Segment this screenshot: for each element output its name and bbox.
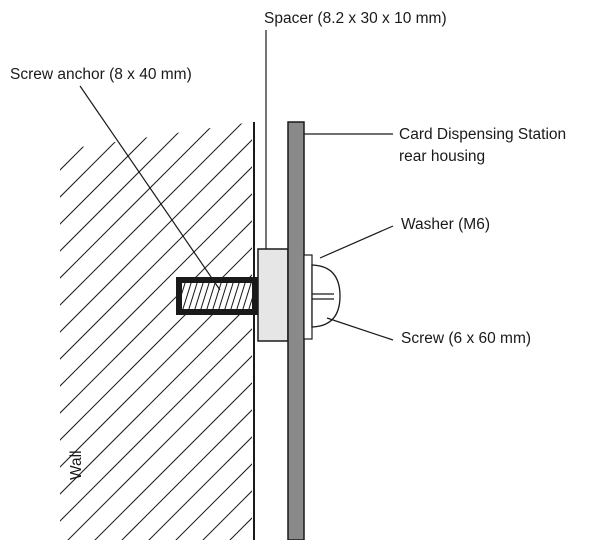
wall-hatch-line <box>60 122 252 540</box>
wall-hatch-line <box>345 0 608 540</box>
anchor-hatch-line <box>182 283 186 295</box>
wall-hatch-line <box>155 122 252 540</box>
wall-hatch-line <box>101 122 252 540</box>
anchor-hatch-line <box>218 283 228 309</box>
wall-hatch-line <box>60 122 252 540</box>
wall-hatch-line <box>60 122 252 540</box>
wall-hatch-line <box>74 122 252 540</box>
anchor-hatch-line <box>236 283 246 309</box>
screw-label: Screw (6 x 60 mm) <box>401 330 532 347</box>
wall-hatch-line <box>60 122 252 540</box>
wall-hatch-line <box>60 122 252 540</box>
wall-hatch-line <box>60 122 252 540</box>
rear-housing-label-line2: rear housing <box>399 148 486 165</box>
wall-hatch-line <box>60 122 252 540</box>
screw-anchor <box>176 277 258 315</box>
wall-hatch-line <box>588 0 608 540</box>
wall-hatch-line <box>561 0 608 540</box>
wall-hatch-line <box>507 0 608 540</box>
anchor-hatch-line <box>182 283 192 309</box>
rear-housing <box>287 121 305 540</box>
wall-hatch-line <box>291 0 608 540</box>
washer-label: Washer (M6) <box>401 216 490 233</box>
wall-hatch-line <box>60 122 252 540</box>
washer-leader <box>319 225 394 259</box>
anchor-hatch-line <box>194 283 204 309</box>
wall-hatch-line <box>60 122 252 540</box>
screw-leader <box>326 317 394 341</box>
anchor-leader <box>79 85 221 291</box>
wall-hatch-line <box>372 0 608 540</box>
anchor-hatch-line <box>242 283 252 309</box>
wall-hatch-line <box>399 0 608 540</box>
wall-hatch-line <box>426 0 608 540</box>
spacer <box>257 248 289 342</box>
anchor-hatch-line <box>200 283 210 309</box>
wall-hatch-line <box>453 0 608 540</box>
spacer-label: Spacer (8.2 x 30 x 10 mm) <box>264 10 447 27</box>
anchor-hatch-line <box>248 297 252 309</box>
anchor-hatch-line <box>230 283 240 309</box>
rear-housing-label-line1: Card Dispensing Station <box>399 126 567 143</box>
rear-housing-label: Card Dispensing Station rear housing <box>399 124 566 168</box>
wall-hatch-line <box>318 0 608 540</box>
wall-label: Wall <box>68 450 85 480</box>
anchor-hatch-line <box>188 283 198 309</box>
screw-head <box>311 264 341 328</box>
anchor-hatch-line <box>206 283 216 309</box>
washer <box>303 254 313 340</box>
anchor-hatch-line <box>224 283 234 309</box>
screw-anchor-label: Screw anchor (8 x 40 mm) <box>10 66 192 83</box>
wall-hatch-line <box>128 122 252 540</box>
leader-lines <box>79 30 394 341</box>
wall-hatch-line <box>60 122 252 540</box>
anchor-hatch-line <box>212 283 222 309</box>
wall-hatch-line <box>480 0 608 540</box>
wall-hatch-line <box>60 122 252 540</box>
wall-hatch-line <box>534 0 608 540</box>
wall-hatch-line <box>182 122 252 540</box>
